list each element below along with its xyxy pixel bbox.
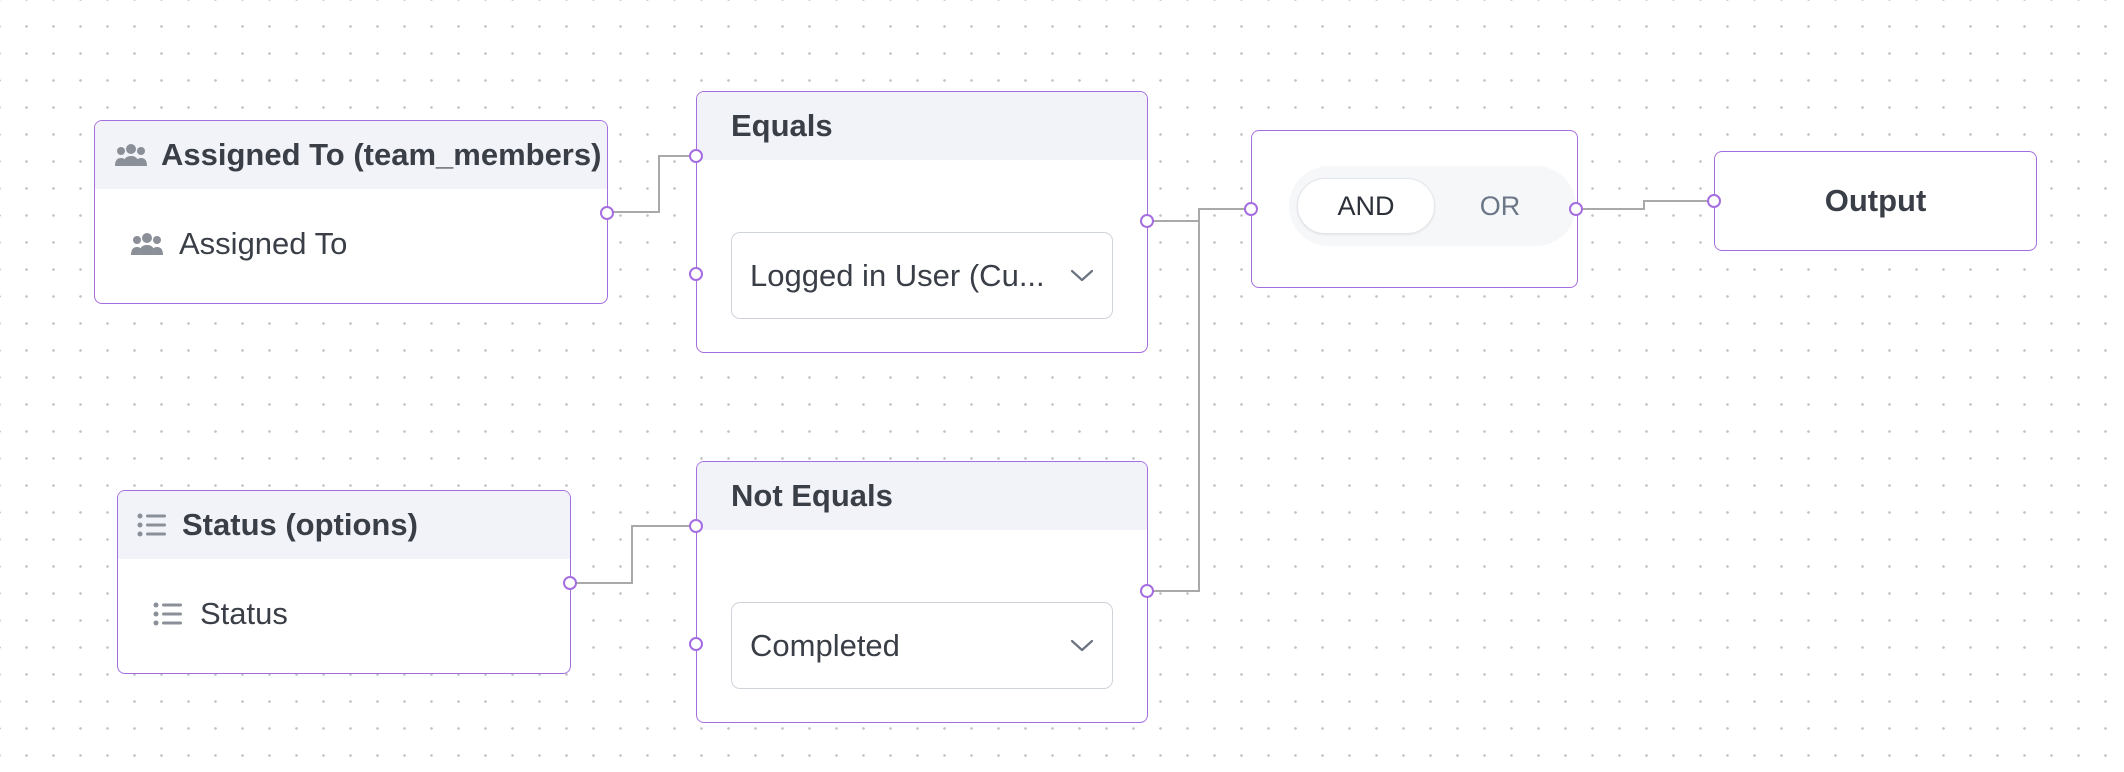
edge-not-equals-logic[interactable] bbox=[1148, 208, 1251, 592]
logic-output-handle[interactable] bbox=[1569, 202, 1583, 216]
equals-field-input-handle[interactable] bbox=[689, 149, 703, 163]
equals-value-input-handle[interactable] bbox=[689, 267, 703, 281]
team-members-icon bbox=[113, 142, 149, 168]
status-field-label: Status bbox=[200, 596, 288, 631]
or-toggle-option[interactable]: OR bbox=[1479, 190, 1521, 221]
not-equals-field-input-handle[interactable] bbox=[689, 519, 703, 533]
not-equals-node-title: Not Equals bbox=[731, 478, 893, 513]
status-field-node[interactable]: Status (options) Status bbox=[117, 490, 577, 674]
and-or-toggle: AND OR bbox=[1289, 166, 1576, 246]
status-node-title: Status (options) bbox=[182, 507, 418, 542]
assigned-to-node-title: Assigned To (team_members) bbox=[161, 137, 602, 172]
options-list-icon bbox=[152, 601, 184, 627]
edge-status-not-equals[interactable] bbox=[570, 525, 697, 584]
output-node[interactable]: Output bbox=[1714, 151, 2037, 251]
equals-node-header: Equals bbox=[697, 92, 1147, 160]
logic-input-handle[interactable] bbox=[1244, 202, 1258, 216]
assigned-to-node-header: Assigned To (team_members) bbox=[95, 121, 607, 189]
status-node-header: Status (options) bbox=[118, 491, 570, 559]
equals-node-title: Equals bbox=[731, 108, 833, 143]
equals-output-handle[interactable] bbox=[1140, 214, 1154, 228]
status-field-row: Status bbox=[152, 587, 288, 641]
status-output-handle[interactable] bbox=[563, 576, 577, 590]
and-toggle-option[interactable]: AND bbox=[1297, 178, 1435, 234]
output-node-label: Output bbox=[1824, 183, 1927, 218]
chevron-down-icon bbox=[1052, 269, 1112, 283]
equals-value-dropdown[interactable]: Logged in User (Cu... bbox=[731, 232, 1113, 319]
not-equals-node-header: Not Equals bbox=[697, 462, 1147, 530]
not-equals-value-input-handle[interactable] bbox=[689, 637, 703, 651]
team-members-icon bbox=[129, 231, 165, 257]
not-equals-value-text: Completed bbox=[750, 627, 900, 663]
options-list-icon bbox=[136, 512, 168, 538]
edge-logic-output[interactable] bbox=[1576, 200, 1714, 210]
edge-equals-logic[interactable] bbox=[1148, 208, 1251, 222]
assigned-to-field-row: Assigned To bbox=[129, 217, 347, 271]
not-equals-operator-node[interactable]: Not Equals Completed bbox=[689, 461, 1154, 723]
assigned-to-output-handle[interactable] bbox=[600, 206, 614, 220]
equals-value-text: Logged in User (Cu... bbox=[750, 257, 1045, 293]
not-equals-value-dropdown[interactable]: Completed bbox=[731, 602, 1113, 689]
edge-assigned-to-equals[interactable] bbox=[607, 155, 697, 213]
output-input-handle[interactable] bbox=[1707, 194, 1721, 208]
equals-operator-node[interactable]: Equals Logged in User (Cu... bbox=[689, 91, 1154, 353]
assigned-to-field-node[interactable]: Assigned To (team_members) Assigned To bbox=[94, 120, 614, 304]
not-equals-output-handle[interactable] bbox=[1140, 584, 1154, 598]
assigned-to-field-label: Assigned To bbox=[179, 226, 348, 261]
chevron-down-icon bbox=[1052, 639, 1112, 653]
